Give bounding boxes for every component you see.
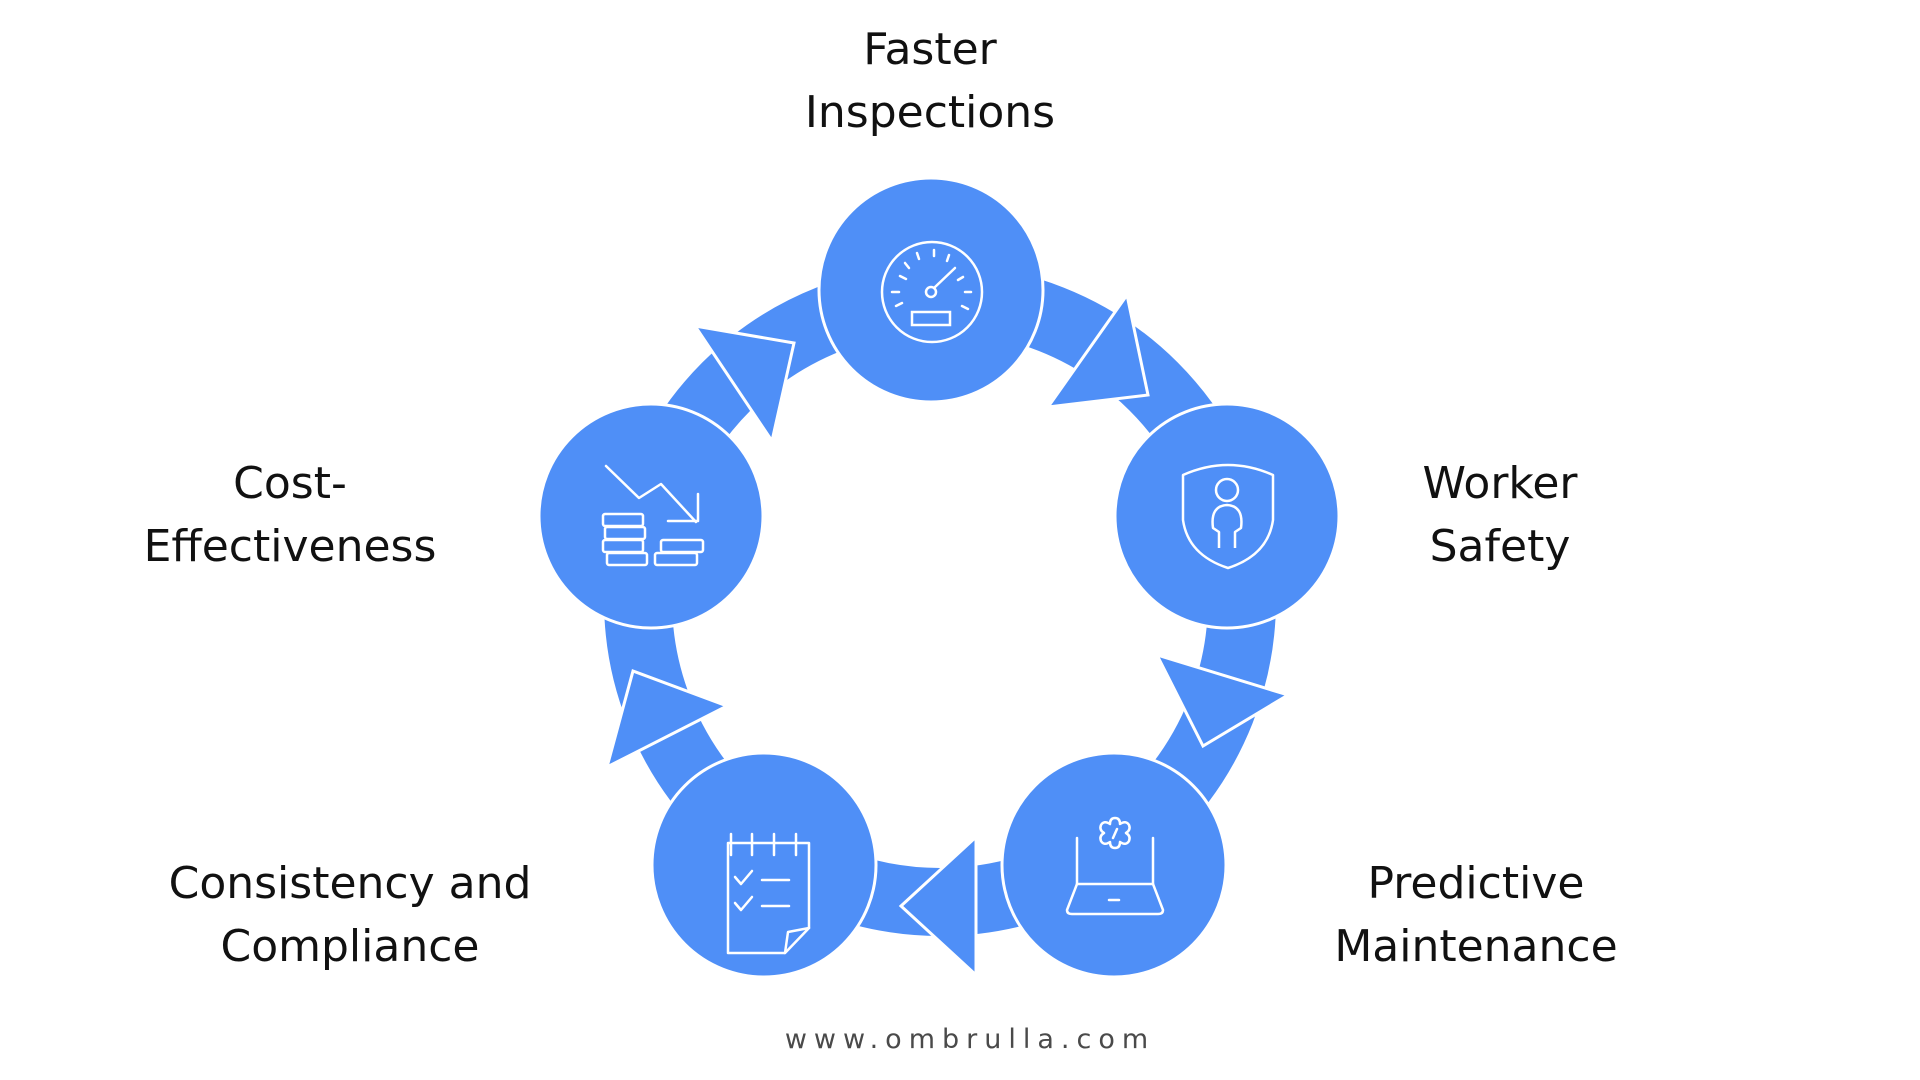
label-line: Consistency and [168, 858, 532, 909]
arrow-top-to-right [1044, 291, 1150, 409]
label-worker-safety: Worker Safety [1350, 452, 1650, 578]
node-consistency-compliance [650, 751, 878, 979]
label-line: Predictive [1367, 858, 1585, 909]
label-faster-inspections: Faster Inspections [730, 18, 1130, 144]
arrow-left-to-top [691, 323, 796, 445]
arrow-right-to-bottom-right [1154, 652, 1292, 749]
node-cost-effectiveness [537, 402, 765, 630]
arrow-bottom-left-to-left [604, 669, 731, 770]
node-faster-inspections [817, 176, 1045, 404]
label-line: Worker [1422, 458, 1578, 509]
label-consistency-compliance: Consistency and Compliance [150, 852, 550, 978]
arrow-bottom-right-to-bottom-left [898, 833, 978, 979]
node-predictive-maintenance [1000, 751, 1228, 979]
label-cost-effectiveness: Cost- Effectiveness [90, 452, 490, 578]
label-predictive-maintenance: Predictive Maintenance [1276, 852, 1676, 978]
node-worker-safety [1113, 402, 1341, 630]
shield-person-icon [1181, 463, 1275, 570]
label-line: Safety [1429, 521, 1571, 572]
watermark-url: www.ombrulla.com [784, 1024, 1156, 1055]
label-line: Effectiveness [143, 521, 437, 572]
label-line: Inspections [804, 87, 1056, 138]
label-line: Maintenance [1334, 921, 1618, 972]
label-line: Compliance [220, 921, 480, 972]
speedometer-icon [880, 240, 984, 344]
laptop-gear-icon [1065, 816, 1165, 916]
label-line: Faster [863, 24, 997, 75]
coins-down-trend-icon [601, 464, 705, 567]
label-line: Cost- [233, 458, 347, 509]
checklist-icon [726, 832, 811, 955]
